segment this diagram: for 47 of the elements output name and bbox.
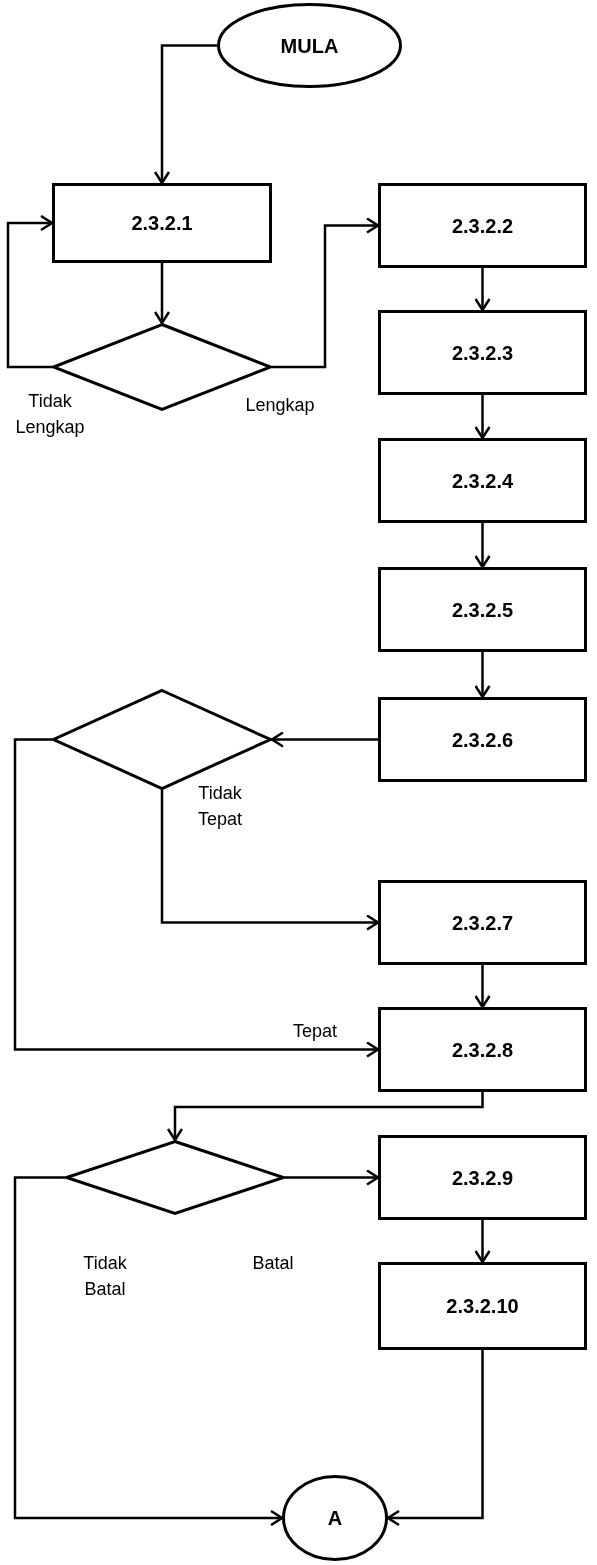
process-box	[378, 1007, 587, 1092]
node-label: 2.3.2.10	[446, 1294, 519, 1319]
edge-label: Tidak Batal	[82, 1252, 128, 1301]
process-box	[378, 1135, 587, 1220]
arrow	[153, 44, 217, 185]
terminal-ellipse	[217, 3, 402, 88]
process-box	[378, 697, 587, 782]
process-box	[378, 1262, 587, 1350]
arrow	[13, 1176, 284, 1527]
node-label: 2.3.2.8	[451, 1037, 514, 1063]
arrow	[6, 214, 54, 369]
edge-label: Batal	[251, 1252, 295, 1275]
edge-label: Tidak Lengkap	[14, 390, 86, 439]
process-box	[378, 310, 587, 395]
process-box	[378, 567, 587, 652]
edge-label: Lengkap	[244, 394, 316, 417]
arrow	[272, 217, 380, 369]
arrow	[474, 652, 491, 699]
arrow	[153, 263, 171, 325]
edge-label: Tidak Tepat	[196, 782, 243, 831]
arrow	[474, 1220, 491, 1264]
node-label: 2.3.2.1	[131, 211, 193, 236]
arrow	[270, 731, 378, 748]
node-label: 2.3.2.4	[451, 468, 514, 494]
node-label: 2.3.2.7	[451, 910, 514, 936]
node-label: 2.3.2.6	[451, 727, 514, 753]
node-label: MULA	[280, 33, 339, 59]
arrow	[474, 523, 491, 569]
arrow	[13, 738, 380, 1058]
node-label: 2.3.2.5	[451, 597, 514, 623]
arrow	[285, 1169, 380, 1186]
node-label: 2.3.2.9	[451, 1165, 514, 1191]
terminal-ellipse	[282, 1475, 388, 1561]
arrow	[474, 268, 491, 312]
arrow	[474, 965, 491, 1009]
arrow	[474, 395, 491, 440]
process-box	[378, 880, 587, 965]
node-label: 2.3.2.2	[451, 213, 514, 239]
edge-label: Tepat	[291, 1020, 338, 1043]
process-box	[378, 438, 587, 523]
arrow	[166, 1092, 484, 1142]
process-box	[378, 183, 587, 268]
arrow	[160, 790, 380, 931]
arrow	[386, 1350, 484, 1527]
node-label: 2.3.2.3	[451, 340, 514, 366]
process-box	[52, 183, 272, 263]
node-label: A	[327, 1506, 343, 1531]
